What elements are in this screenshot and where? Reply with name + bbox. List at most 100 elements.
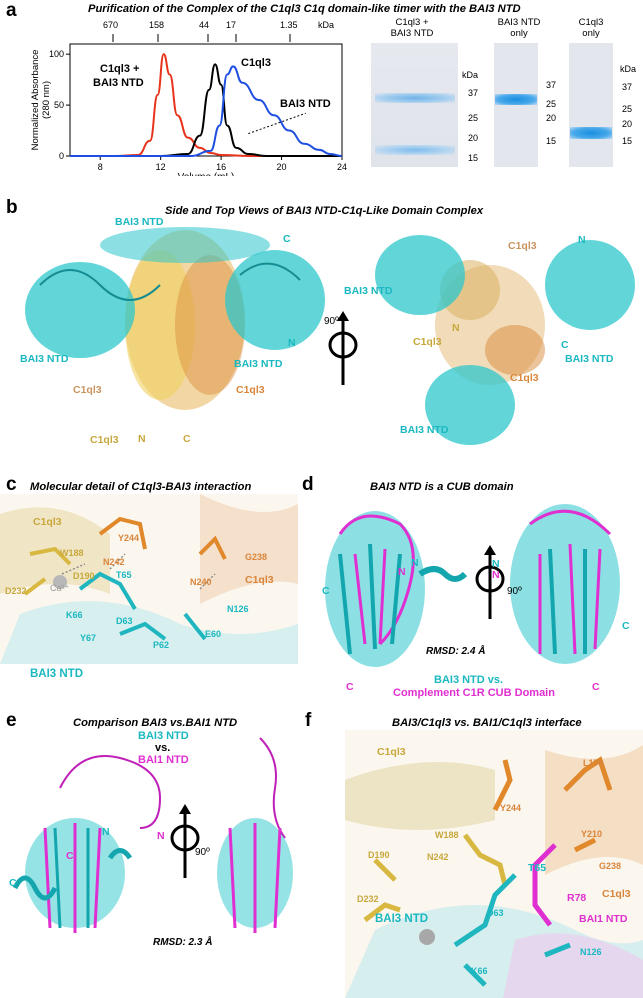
gel1-band-bottom	[375, 145, 455, 155]
y-tick-label-50: 50	[54, 100, 64, 110]
b-right-c1ql3-left: C1ql3	[413, 336, 442, 348]
gel1-m37: 37	[468, 88, 479, 98]
b-right-c1ql3-bottom: C1ql3	[510, 372, 539, 384]
f-bai3: BAI3 NTD	[375, 913, 429, 925]
gel3-title-l2: only	[582, 28, 600, 39]
gel3-band	[570, 127, 612, 139]
panel-d-image	[325, 504, 620, 667]
c-bai3: BAI3 NTD	[30, 668, 84, 680]
gel1-band-top	[375, 93, 455, 103]
kda-tick-44: 44	[199, 20, 210, 30]
curve-label-c1ql3: C1ql3	[241, 57, 271, 69]
cub-overlay-right	[510, 504, 620, 664]
c-d63: D63	[116, 616, 133, 626]
d-rmsd: RMSD: 2.4 Å	[426, 646, 486, 657]
ntd-overlay-right	[217, 737, 293, 933]
c-n240: N240	[190, 577, 212, 587]
f-n126: N126	[580, 947, 602, 957]
b-left-bai3-left: BAI3 NTD	[20, 353, 69, 365]
series-line-1	[70, 63, 342, 158]
c-y67: Y67	[80, 633, 97, 643]
sec-chromatogram: 812162024050100Volume (mL)Normalized Abs…	[30, 34, 347, 176]
panel-c-image	[0, 494, 298, 664]
f-g238: G238	[599, 861, 622, 871]
panel-b-label: b	[6, 197, 18, 218]
f-l178: L178	[583, 758, 604, 768]
x-axis-label: Volume (mL)	[178, 172, 235, 176]
f-d232: D232	[357, 894, 379, 904]
calcium-ion-icon	[419, 929, 435, 945]
gel1-kda: kDa	[462, 70, 479, 80]
c-n242: N242	[103, 557, 125, 567]
y-axis-label-unit: (280 nm)	[41, 81, 52, 119]
panel-b-title: Side and Top Views of BAI3 NTD-C1q-Like …	[165, 205, 484, 217]
x-tick-label-24: 24	[337, 162, 347, 172]
curve-label-complex-l2: BAI3 NTD	[93, 77, 144, 89]
b-right-c1ql3-top: C1ql3	[508, 240, 537, 252]
y-tick-label-100: 100	[49, 49, 64, 59]
gel2-m25: 25	[546, 99, 557, 109]
d-c1: C	[322, 585, 330, 597]
x-tick-label-8: 8	[98, 162, 103, 172]
gel3-kda: kDa	[620, 64, 637, 74]
d-n2b: N	[492, 569, 500, 581]
side-view-structure	[25, 227, 325, 410]
x-tick-label-16: 16	[216, 162, 226, 172]
panel-e-title: Comparison BAI3 vs.BAI1 NTD	[73, 717, 238, 729]
d-n2: N	[492, 558, 500, 570]
d-n1b: N	[398, 566, 406, 578]
e-c2: C	[66, 850, 74, 862]
e-c: C	[9, 877, 17, 889]
f-t65: T65	[528, 862, 547, 874]
f-w188: W188	[435, 830, 459, 840]
curve-label-complex-l1: C1ql3 +	[100, 63, 140, 75]
gel2-m37: 37	[546, 80, 557, 90]
b-right-bai3-bottom: BAI3 NTD	[400, 424, 449, 436]
gel1-image	[371, 43, 458, 167]
b-right-n-mid: N	[452, 322, 460, 334]
kda-tick-158: 158	[149, 20, 165, 30]
panel-d-label: d	[302, 474, 314, 495]
rotation-arrow-icon	[328, 311, 358, 385]
gel1-title-l2: BAI3 NTD	[390, 28, 434, 39]
e-rmsd: RMSD: 2.3 Å	[153, 937, 213, 948]
d-c2: C	[622, 620, 630, 632]
b-left-bai3-right: BAI3 NTD	[234, 358, 283, 370]
b-left-c1ql3-c: C1ql3	[90, 434, 119, 446]
f-d190: D190	[368, 850, 390, 860]
c-d190: D190	[73, 571, 95, 581]
e-rotation-label: 90º	[195, 847, 210, 858]
c-e60: E60	[205, 629, 222, 639]
c-n126: N126	[227, 604, 249, 614]
ntd-overlay-left	[12, 755, 162, 933]
d-rotation-label: 90º	[507, 586, 522, 597]
d-c1b: C	[346, 681, 354, 693]
f-y244: Y244	[500, 803, 522, 813]
panel-f-image	[345, 730, 643, 998]
gel2-band	[495, 94, 537, 105]
d-legend-l1: BAI3 NTD vs.	[434, 674, 504, 686]
e-legend-l2: vs.	[155, 742, 171, 754]
b-left-c1ql3-b: C1ql3	[236, 384, 265, 396]
b-right-n-top: N	[578, 234, 586, 246]
c-y244: Y244	[118, 533, 140, 543]
e-n2: N	[157, 830, 165, 842]
x-tick-label-12: 12	[156, 162, 166, 172]
c-p62: P62	[153, 640, 170, 650]
gel1-m20: 20	[468, 133, 479, 143]
f-c1ql3-b: C1ql3	[602, 888, 631, 900]
e-n: N	[102, 826, 110, 838]
d-c2b: C	[592, 681, 600, 693]
f-k66: K66	[471, 966, 488, 976]
gel3-m37: 37	[622, 82, 633, 92]
gel3-m20: 20	[622, 119, 633, 129]
b-right-bai3-right: BAI3 NTD	[565, 353, 614, 365]
b-left-c1ql3-a: C1ql3	[73, 384, 102, 396]
kda-tick-unit: kDa	[318, 20, 335, 30]
curve-label-bai3: BAI3 NTD	[280, 98, 331, 110]
panel-a-title: Purification of the Complex of the C1ql3…	[88, 3, 521, 15]
kda-tick-670: 670	[103, 20, 119, 30]
gel3-title-l1: C1ql3	[578, 17, 604, 28]
c-c1ql3-b: C1ql3	[245, 574, 274, 586]
c-w188: W188	[60, 548, 84, 558]
